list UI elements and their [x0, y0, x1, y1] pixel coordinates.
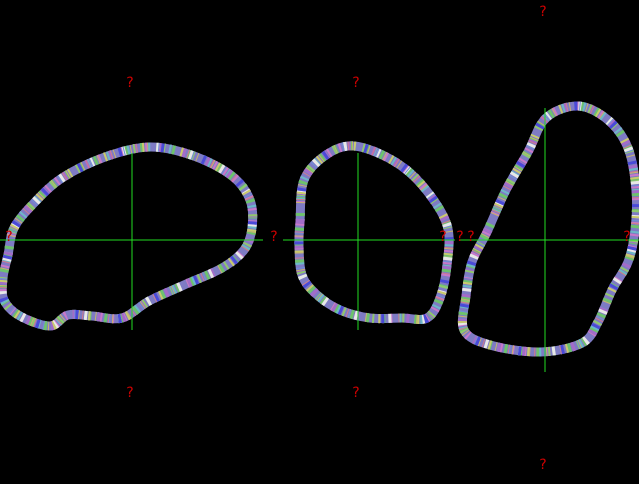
left-loop-stripe	[0, 142, 258, 331]
middle-loop-stripe	[294, 141, 454, 324]
middle-loop-left-label: ?	[439, 229, 447, 245]
left-loop-stripe	[0, 142, 258, 331]
right-loop-outline	[457, 101, 639, 357]
left-loop-stripe	[0, 142, 258, 331]
left-loop-outline	[0, 142, 258, 331]
left-loop-stripe	[0, 142, 258, 331]
right-loop-stripe	[457, 101, 639, 357]
middle-loop-bottom-label: ?	[352, 385, 360, 401]
left-loop-right-label: ?	[270, 229, 278, 245]
left-loop-stripe	[0, 142, 258, 331]
left-loop-top-label: ?	[126, 75, 134, 91]
middle-loop-right-label: ?	[456, 229, 464, 245]
left-loop-stripe	[0, 142, 258, 331]
left-loop-left-label: ?	[5, 229, 13, 245]
right-loop-top-label: ?	[539, 4, 547, 20]
left-loop-stripe	[0, 142, 258, 331]
right-loop-stripe	[457, 101, 639, 357]
left-loop-stripe	[0, 142, 258, 331]
left-loop	[0, 142, 263, 331]
middle-loop-stripe	[294, 141, 454, 324]
middle-loop-stripe	[294, 141, 454, 324]
right-loop	[457, 101, 639, 372]
left-loop-stripe	[0, 142, 258, 331]
middle-loop-stripe	[294, 141, 454, 324]
middle-loop	[283, 141, 455, 330]
right-loop-bottom-label: ?	[539, 457, 547, 473]
right-loop-left-label: ?	[467, 229, 475, 245]
left-loop-stripe	[0, 142, 258, 331]
right-loop-right-label: ?	[623, 229, 631, 245]
left-loop-stripe	[0, 142, 258, 331]
left-loop-bottom-label: ?	[126, 385, 134, 401]
middle-loop-top-label: ?	[352, 75, 360, 91]
